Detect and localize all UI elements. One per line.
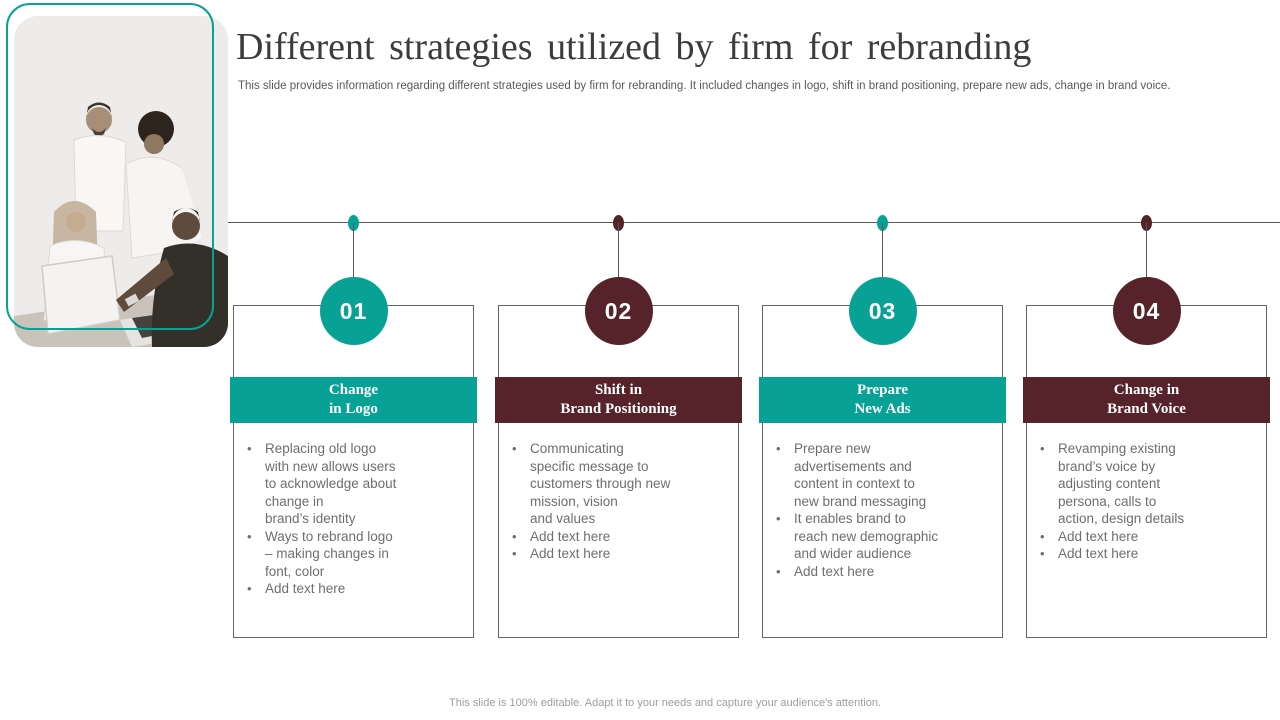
bullet-item: • Revamping existing brand’s voice by ad… [1040,440,1260,528]
bullet-marker: • [247,581,252,596]
bullet-text: Revamping existing brand’s voice by adju… [1058,441,1185,526]
bullet-text: Add text here [265,581,346,596]
bullet-item: • Replacing old logo with new allows use… [247,440,467,528]
bullet-text: Add text here [1058,546,1139,561]
bullet-text: Add text here [530,528,611,544]
card-header-band: Shift in Brand Positioning [495,377,742,423]
connector-line-4 [1146,223,1147,279]
bullet-text: Add text here [530,546,611,561]
bullet-text: Prepare new advertisements and content i… [794,441,927,509]
bullet-marker: • [776,511,781,526]
bullet-marker: • [1040,528,1045,544]
card-header-band: Change in Brand Voice [1023,377,1270,423]
bullet-item: • Add text here [512,528,732,546]
team-photo-illustration [14,16,228,347]
step-circle-1: 01 [319,277,388,345]
bullet-list: • Prepare new advertisements and content… [776,440,996,580]
page-title: Different strategies utilized by firm fo… [236,26,1032,68]
step-circle-4: 04 [1112,277,1181,345]
step-circle-2: 02 [584,277,653,345]
bullet-item: • Add text here [1040,528,1260,546]
card-title: Change in Logo [328,382,379,417]
bullet-marker: • [776,563,781,579]
bullet-item: • Add text here [512,545,732,563]
bullet-item: • Add text here [247,580,467,598]
bullet-list: • Revamping existing brand’s voice by ad… [1040,440,1260,563]
bullet-marker: • [512,546,517,561]
bullet-item: • It enables brand to reach new demograp… [776,510,996,563]
card-title: Change in Brand Voice [1107,382,1186,417]
step-circle-3: 03 [848,277,917,345]
footer-note: This slide is 100% editable. Adapt it to… [449,697,881,709]
bullet-item: • Add text here [1040,545,1260,563]
bullet-list: • Replacing old logo with new allows use… [247,440,467,598]
bullet-text: Add text here [794,563,875,579]
connector-line-2 [618,223,619,279]
bullet-marker: • [1040,546,1045,561]
bullet-item: • Add text here [776,563,996,581]
bullet-marker: • [776,441,781,456]
connector-line-1 [353,223,354,279]
card-title: Shift in Brand Positioning [560,382,677,417]
bullet-text: It enables brand to reach new demographi… [794,511,939,561]
team-photo [14,16,228,347]
card-header-band: Change in Logo [230,377,477,423]
bullet-marker: • [247,528,252,544]
connector-line-3 [882,223,883,279]
bullet-item: • Prepare new advertisements and content… [776,440,996,510]
bullet-item: • Ways to rebrand logo – making changes … [247,528,467,581]
strategy-card-4: 04 Change in Brand Voice • Revamping exi… [1023,277,1270,638]
strategy-card-2: 02 Shift in Brand Positioning • Communic… [495,277,742,638]
bullet-text: Add text here [1058,528,1139,544]
step-number: 03 [868,297,897,324]
card-title: Prepare New Ads [854,382,911,417]
slide-subtitle: This slide provides information regardin… [238,80,1171,92]
bullet-text: Replacing old logo with new allows users… [265,441,397,526]
timeline-line [228,222,1280,223]
bullet-text: Communicating specific message to custom… [530,441,671,526]
bullet-item: • Communicating specific message to cust… [512,440,732,528]
bullet-marker: • [512,441,517,456]
bullet-marker: • [512,528,517,544]
step-number: 01 [339,297,368,324]
strategy-card-3: 03 Prepare New Ads • Prepare new adverti… [759,277,1006,638]
bullet-marker: • [1040,441,1045,456]
step-number: 02 [604,297,633,324]
card-header-band: Prepare New Ads [759,377,1006,423]
bullet-text: Ways to rebrand logo – making changes in… [265,528,393,579]
strategy-card-1: 01 Change in Logo • Replacing old logo w… [230,277,477,638]
step-number: 04 [1132,297,1161,324]
bullet-list: • Communicating specific message to cust… [512,440,732,563]
bullet-marker: • [247,441,252,456]
